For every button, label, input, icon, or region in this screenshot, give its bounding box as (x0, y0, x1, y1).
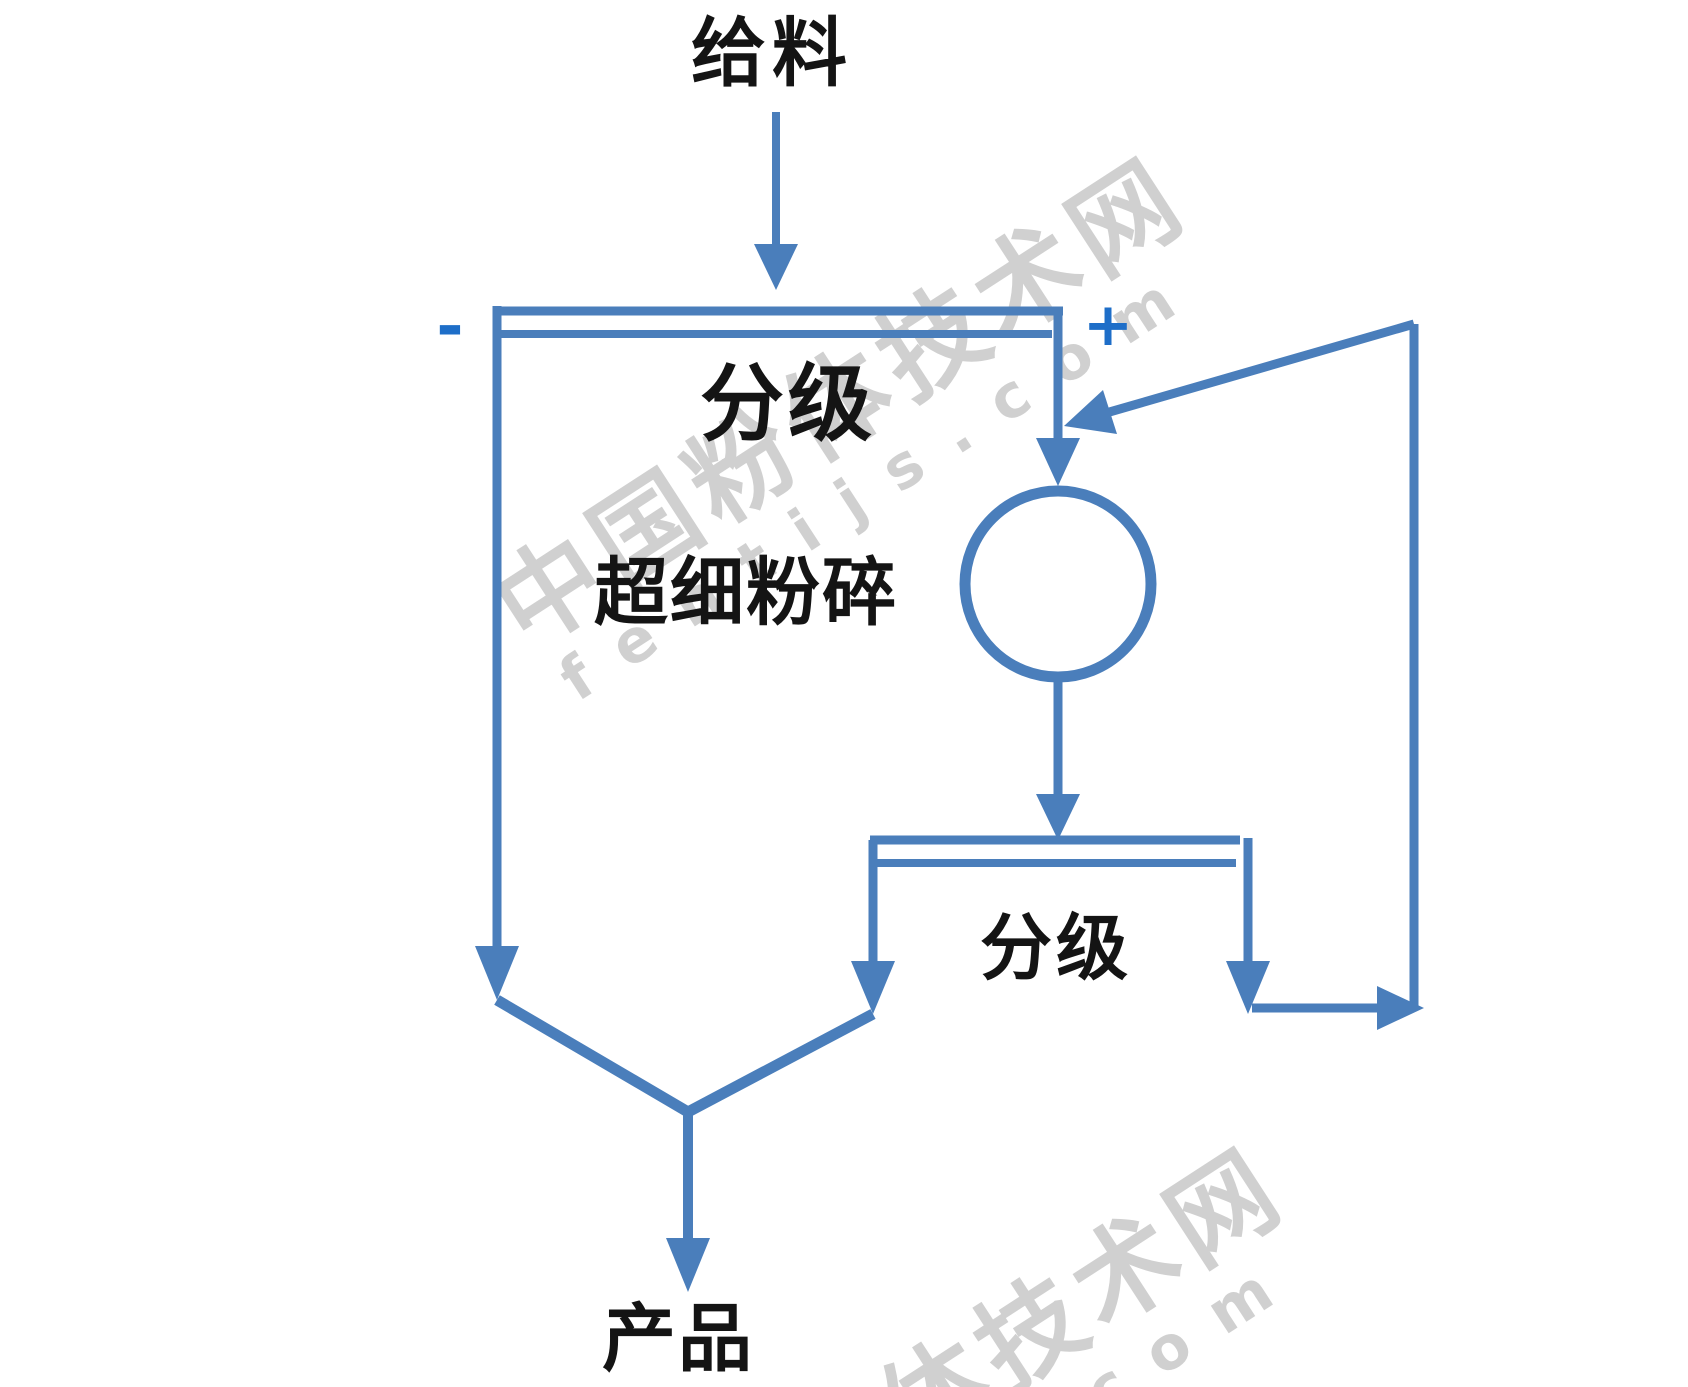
fine-minus-sign: - (436, 288, 464, 365)
classifier1-label: 分级 (699, 354, 877, 453)
product-label: 产品 (602, 1296, 754, 1382)
funnel-left-line (494, 995, 691, 1117)
funnel-right-line (685, 1009, 876, 1117)
recycle-bottom-arrow-head (1377, 986, 1424, 1030)
coarse-plus-sign: + (1082, 290, 1134, 360)
classifier2-coarse-arrow-head (1226, 961, 1270, 1014)
classifier1-fine-arrow-head (475, 946, 519, 1000)
mill-label: 超细粉碎 (594, 550, 898, 636)
recycle-return-diagonal (1104, 319, 1416, 418)
classifier1-coarse-arrow-head (1036, 438, 1080, 486)
classifier2-label: 分级 (979, 905, 1133, 990)
product-arrow-head (666, 1238, 710, 1292)
feed-arrow-head (754, 244, 798, 290)
mill-outlet-arrow-head (1036, 794, 1080, 840)
recycle-return-arrow-head (1064, 390, 1117, 434)
classifier2-fine-arrow-head (851, 961, 895, 1014)
feed-label: 给料 (690, 9, 854, 97)
mill-circle (959, 485, 1157, 683)
